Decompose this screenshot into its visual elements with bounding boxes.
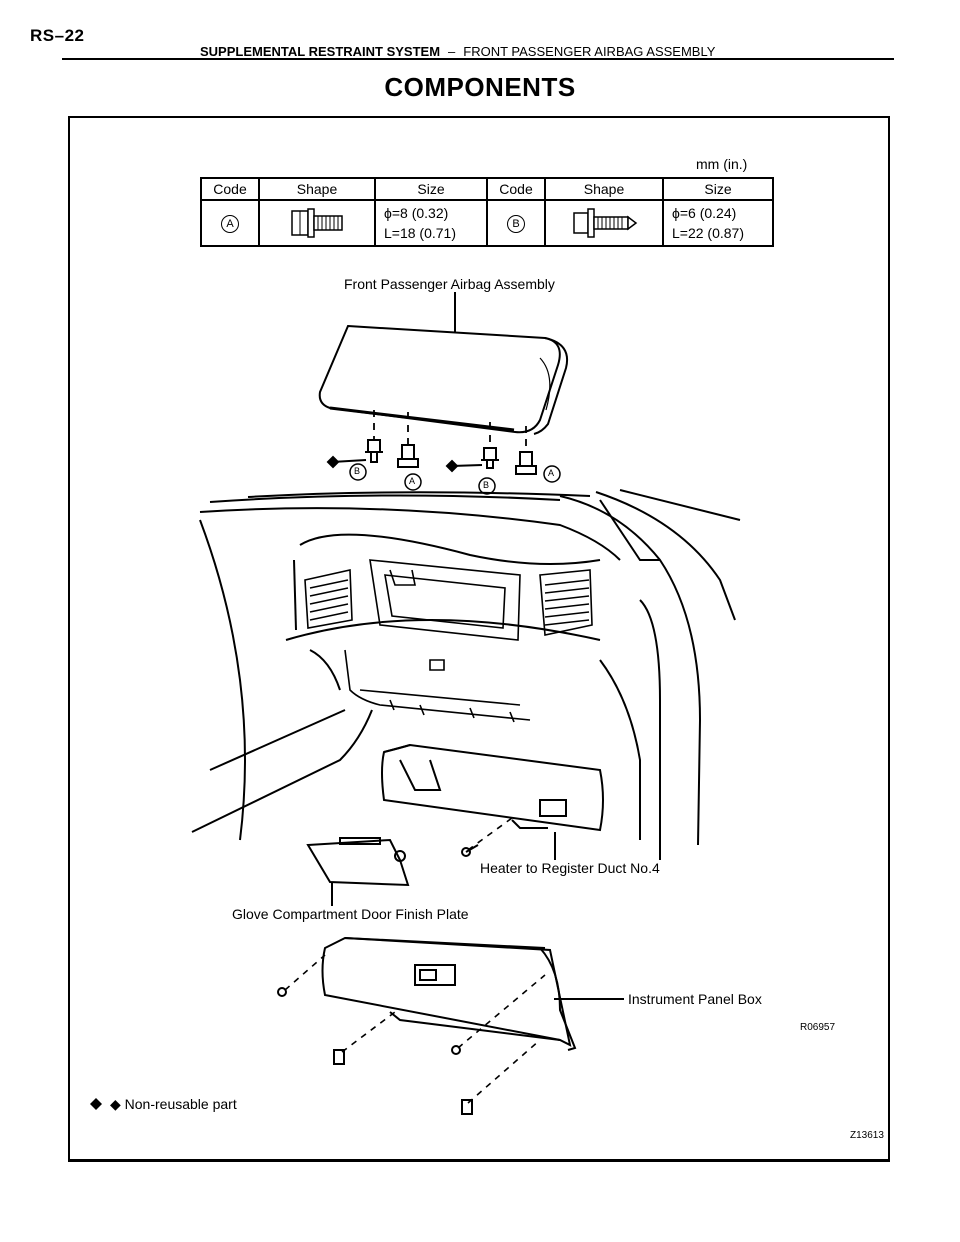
airbag-bolt-a2-icon [515,451,537,475]
airbag-bolt-b2-icon [445,447,499,473]
shape-b-cell [544,199,664,247]
ref-code-z13613: Z13613 [850,1130,884,1141]
bolt-code-a2: A [548,468,555,478]
header-code-b: Code [486,177,546,201]
airbag-assembly-label: Front Passenger Airbag Assembly [344,276,555,292]
code-b-badge: B [507,214,525,233]
header-size-a: Size [374,177,488,201]
subsection-name: FRONT PASSENGER AIRBAG ASSEMBLY [463,44,716,59]
code-b-cell: B [486,199,546,247]
legend-label: ◆ Non-reusable part [110,1096,237,1112]
duct-screw-icon [461,817,513,857]
shape-a-cell [258,199,376,247]
header-shape-b: Shape [544,177,664,201]
bolt-code-b1: B [354,466,361,476]
bolt-a-icon [291,208,343,238]
bolt-spec-table: Code Shape Size Code Shape Size A ϕ=8 (0… [200,177,774,247]
glove-box-opening-icon [344,559,531,723]
bolt-code-b2: B [483,480,490,490]
size-b-length: L=22 (0.87) [672,225,744,241]
size-a-diameter: ϕ=8 (0.32) [384,205,449,221]
page-number: RS–22 [30,26,85,45]
airbag-bolt-guides [373,410,527,450]
section-name: SUPPLEMENTAL RESTRAINT SYSTEM [200,44,441,59]
bolt-code-circles [349,463,561,495]
size-a-length: L=18 (0.71) [384,225,456,241]
size-b-diameter: ϕ=6 (0.24) [672,205,737,221]
ref-code-r06957: R06957 [800,1022,836,1033]
header-size-b: Size [662,177,774,201]
size-a-cell: ϕ=8 (0.32) L=18 (0.71) [374,199,488,247]
page-title: COMPONENTS [384,72,576,102]
header-separator: – [448,44,456,59]
header-rule [62,58,894,60]
heater-duct-icon [381,743,604,832]
left-register-vent-icon [304,569,353,629]
finish-plate-label: Glove Compartment Door Finish Plate [232,906,469,922]
header-code-a: Code [200,177,260,201]
table-row: A ϕ=8 (0.32) L=18 (0.71) B [200,199,774,247]
code-a-badge: A [221,214,239,233]
airbag-bolt-b1-icon [326,439,383,469]
bolt-code-a1: A [409,476,416,486]
finish-plate-icon [306,837,410,887]
bolt-b-icon [573,208,638,238]
right-register-vent-icon [539,569,593,636]
header-shape-a: Shape [258,177,376,201]
panel-box-label: Instrument Panel Box [628,991,762,1007]
code-a-cell: A [200,199,260,247]
airbag-assembly-icon [318,324,568,435]
heater-duct-label: Heater to Register Duct No.4 [480,860,660,876]
airbag-bolt-a1-icon [397,444,419,468]
units-label: mm (in.) [696,156,748,172]
panel-box-screw-guides [284,954,546,1104]
header-title: SUPPLEMENTAL RESTRAINT SYSTEM–FRONT PASS… [200,44,715,59]
table-header-row: Code Shape Size Code Shape Size [200,177,774,201]
non-reusable-diamond-icon [90,1098,102,1110]
size-b-cell: ϕ=6 (0.24) L=22 (0.87) [662,199,774,247]
instrument-panel-box-icon [321,936,577,1051]
illustration-frame [68,116,890,1162]
panel-box-screws-icon [277,987,473,1115]
